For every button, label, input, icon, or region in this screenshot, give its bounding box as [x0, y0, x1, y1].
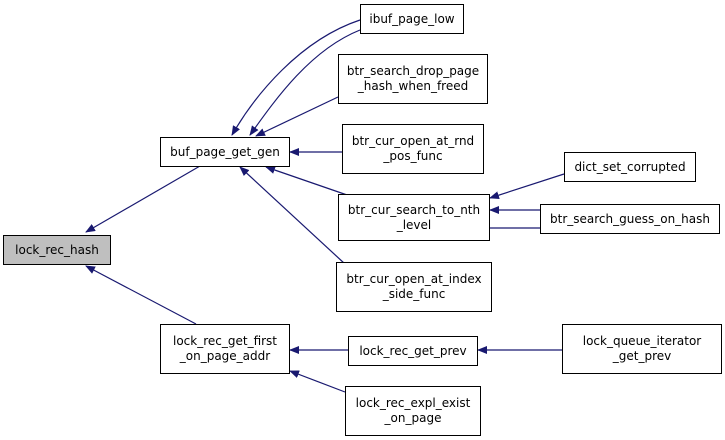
node-buf-page-get-gen-label: buf_page_get_gen — [170, 144, 280, 159]
edge-ibuf-page-low-to-buf-page-get-gen-b — [249, 29, 361, 136]
node-lock-queue-iterator-label-1: lock_queue_iterator — [582, 334, 702, 348]
node-lock-rec-hash[interactable]: lock_rec_hash — [3, 235, 111, 265]
node-btr-search-drop-page-hash-when-freed[interactable]: btr_search_drop_page _hash_when_freed — [338, 54, 488, 104]
node-btr-cur-search-to-nth-level[interactable]: btr_cur_search_to_nth _level — [338, 194, 490, 241]
node-btr-cur-search-label-2: _level — [396, 217, 432, 232]
node-dict-set-corrupted[interactable]: dict_set_corrupted — [564, 152, 696, 182]
edge-dict-set-corrupted-to-btr-cur-search — [489, 173, 565, 200]
node-btr-cur-search-label-1: btr_cur_search_to_nth — [347, 202, 481, 217]
node-btr-cur-open-at-index-label-2: _side_func — [382, 287, 446, 301]
node-lock-rec-get-first-label-1: lock_rec_get_first — [172, 334, 278, 348]
edge-lock-rec-get-first-to-lock-rec-hash — [85, 265, 197, 325]
edge-ibuf-page-low-to-buf-page-get-gen-a — [231, 19, 361, 136]
node-btr-cur-open-at-index-side-func[interactable]: btr_cur_open_at_index _side_func — [336, 262, 492, 312]
node-lock-rec-expl-exist-on-page[interactable]: lock_rec_expl_exist _on_page — [345, 386, 481, 436]
node-lock-rec-get-first-on-page-addr[interactable]: lock_rec_get_first _on_page_addr — [160, 324, 290, 374]
node-btr-search-guess-label: btr_search_guess_on_hash — [550, 211, 710, 226]
node-lock-queue-iterator-get-prev[interactable]: lock_queue_iterator _get_prev — [562, 324, 722, 374]
node-lock-rec-get-prev-label: lock_rec_get_prev — [359, 343, 467, 358]
node-lock-rec-get-first-label-2: _on_page_addr — [179, 349, 271, 363]
edge-buf-page-get-gen-to-lock-rec-hash — [85, 165, 201, 233]
node-buf-page-get-gen[interactable]: buf_page_get_gen — [160, 137, 290, 167]
node-btr-cur-open-at-rnd-label-1: btr_cur_open_at_rnd — [351, 134, 475, 148]
node-btr-cur-open-at-rnd-label-2: _pos_func — [383, 149, 443, 163]
node-ibuf-page-low[interactable]: ibuf_page_low — [360, 4, 464, 34]
node-lock-queue-iterator-label-2: _get_prev — [612, 349, 672, 363]
node-btr-search-drop-label-2: _hash_when_freed — [357, 79, 469, 93]
node-btr-search-drop-label-1: btr_search_drop_page — [346, 64, 480, 78]
node-lock-rec-expl-exist-label-1: lock_rec_expl_exist — [355, 396, 471, 410]
node-lock-rec-get-prev[interactable]: lock_rec_get_prev — [348, 336, 478, 366]
node-dict-set-corrupted-label: dict_set_corrupted — [574, 159, 686, 174]
edge-btr-search-drop-to-buf-page-get-gen — [255, 96, 339, 137]
edge-btr-cur-search-to-buf-page-get-gen — [265, 166, 351, 197]
node-lock-rec-expl-exist-label-2: _on_page — [384, 411, 442, 425]
node-btr-cur-open-at-rnd-pos-func[interactable]: btr_cur_open_at_rnd _pos_func — [342, 124, 484, 174]
edge-lock-rec-expl-exist-to-lock-rec-get-first — [289, 370, 346, 393]
node-lock-rec-hash-label: lock_rec_hash — [15, 242, 99, 257]
node-btr-search-guess-on-hash[interactable]: btr_search_guess_on_hash — [540, 204, 720, 234]
node-btr-cur-open-at-index-label-1: btr_cur_open_at_index — [346, 272, 482, 286]
node-ibuf-page-low-label: ibuf_page_low — [369, 11, 455, 26]
edge-btr-cur-open-at-index-to-buf-page-get-gen — [239, 166, 346, 265]
